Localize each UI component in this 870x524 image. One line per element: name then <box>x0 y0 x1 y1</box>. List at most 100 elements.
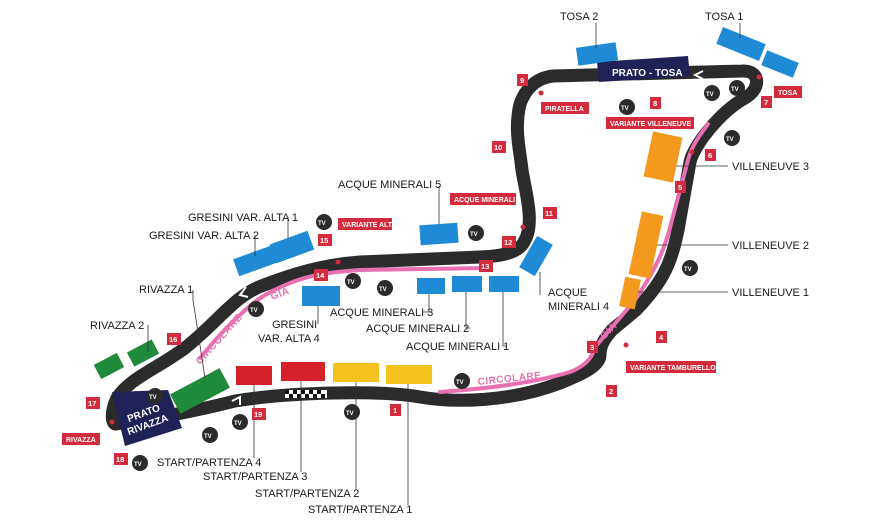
tv-icon: TV <box>132 455 148 471</box>
turn-1: 1 <box>390 404 401 416</box>
turn-numbers: 1 2 3 4 5 6 7 8 9 10 11 12 13 14 15 16 1… <box>86 74 772 465</box>
label-tosa-2: TOSA 2 <box>560 11 598 23</box>
stand-rivazza-1[interactable] <box>170 368 230 414</box>
label-villeneuve-1: VILLENEUVE 1 <box>732 287 809 299</box>
turn-6: 6 <box>705 149 716 161</box>
label-acque-minerali-2: ACQUE MINERALI 2 <box>366 323 469 335</box>
stand-tosa-2[interactable] <box>575 42 619 66</box>
svg-text:2: 2 <box>609 387 613 396</box>
label-acque-minerali-4: ACQUE <box>548 287 587 299</box>
stand-gresini-alta-2[interactable] <box>233 245 277 277</box>
turn-12: 12 <box>502 236 516 248</box>
turn-13: 13 <box>479 260 493 272</box>
svg-text:TV: TV <box>234 421 242 427</box>
turn-7: 7 <box>761 96 772 108</box>
svg-text:16: 16 <box>169 335 177 344</box>
corner-tag-variante-villeneuve: VARIANTE VILLENEUVE <box>606 117 694 129</box>
label-rivazza-2: RIVAZZA 2 <box>90 320 144 332</box>
label-gresini-alta-4: VAR. ALTA 4 <box>258 333 320 345</box>
turn-19: 19 <box>252 408 266 420</box>
stand-villeneuve-1[interactable] <box>619 276 641 310</box>
turn-5: 5 <box>675 181 686 193</box>
svg-text:TV: TV <box>318 221 326 227</box>
stand-acque-minerali-5[interactable] <box>419 222 459 246</box>
svg-text:TV: TV <box>456 380 464 386</box>
stand-tosa-1[interactable] <box>716 27 766 61</box>
svg-text:TV: TV <box>621 106 629 112</box>
leader-lines <box>147 23 741 505</box>
prato-tosa-area: PRATO - TOSA <box>597 56 690 82</box>
stand-gresini-alta-4[interactable] <box>302 286 340 306</box>
svg-text:TV: TV <box>684 267 692 273</box>
svg-text:TV: TV <box>250 308 258 314</box>
label-gresini-alta-4: GRESINI <box>272 319 317 331</box>
tv-icon: TV <box>202 427 218 443</box>
stand-tosa-1[interactable] <box>761 50 799 78</box>
svg-text:11: 11 <box>545 209 553 218</box>
svg-text:TV: TV <box>379 287 387 293</box>
tv-icon: TV <box>377 280 393 296</box>
label-acque-minerali-4: MINERALI 4 <box>548 301 609 313</box>
svg-text:TV: TV <box>726 137 734 143</box>
svg-text:10: 10 <box>494 143 502 152</box>
turn-11: 11 <box>543 207 557 219</box>
svg-text:1: 1 <box>393 406 397 415</box>
corner-tag-variante-alta: VARIANTE ALTA <box>338 218 397 230</box>
svg-text:VARIANTE VILLENEUVE: VARIANTE VILLENEUVE <box>610 121 691 128</box>
stand-start-4[interactable] <box>236 366 272 385</box>
turn-8: 8 <box>650 97 661 109</box>
stand-acque-minerali-4[interactable] <box>519 235 553 277</box>
stand-villeneuve-3[interactable] <box>643 131 683 183</box>
stand-villeneuve-2[interactable] <box>628 211 664 279</box>
stand-gresini-alta-1[interactable] <box>269 230 315 264</box>
svg-text:9: 9 <box>520 76 524 85</box>
stand-start-2[interactable] <box>333 363 379 382</box>
svg-text:13: 13 <box>481 262 489 271</box>
svg-text:3: 3 <box>590 343 594 352</box>
svg-text:TV: TV <box>347 280 355 286</box>
turn-18: 18 <box>114 453 128 465</box>
tv-icon: TV <box>232 414 248 430</box>
circolare-road <box>198 266 492 360</box>
tv-icon: TV <box>682 260 698 276</box>
svg-text:18: 18 <box>116 455 124 464</box>
svg-text:4: 4 <box>659 333 664 342</box>
svg-text:TV: TV <box>134 462 142 468</box>
svg-text:TV: TV <box>346 411 354 417</box>
svg-text:PIRATELLA: PIRATELLA <box>545 106 584 113</box>
tv-icon: TV <box>729 80 745 96</box>
svg-text:TOSA: TOSA <box>778 90 797 97</box>
label-acque-minerali-1: ACQUE MINERALI 1 <box>406 341 509 353</box>
svg-text:RIVAZZA: RIVAZZA <box>66 437 96 444</box>
direction-arrow <box>231 395 241 405</box>
race-track <box>105 64 764 431</box>
label-start-2: START/PARTENZA 2 <box>255 488 359 500</box>
stand-acque-minerali-2[interactable] <box>452 276 482 292</box>
stand-rivazza-2[interactable] <box>126 339 160 367</box>
stand-acque-minerali-1[interactable] <box>489 276 519 292</box>
tv-icon: TV <box>248 301 264 317</box>
label-tosa-1: TOSA 1 <box>705 11 743 23</box>
svg-text:TV: TV <box>731 87 739 93</box>
label-start-3: START/PARTENZA 3 <box>203 471 307 483</box>
stand-start-1[interactable] <box>386 365 432 384</box>
corner-tag-piratella: PIRATELLA <box>541 102 589 114</box>
svg-text:7: 7 <box>764 98 768 107</box>
svg-text:17: 17 <box>88 399 96 408</box>
tv-icon: TV <box>316 214 332 230</box>
corner-tag-variante-tamburello: VARIANTE TAMBURELLO <box>626 361 716 373</box>
turn-3: 3 <box>587 341 598 353</box>
label-start-1: START/PARTENZA 1 <box>308 504 412 516</box>
stand-rivazza-2[interactable] <box>93 352 125 380</box>
tv-icon: TV <box>619 99 635 115</box>
finish-line <box>285 390 327 398</box>
label-rivazza-1: RIVAZZA 1 <box>139 284 193 296</box>
turn-15: 15 <box>318 234 332 246</box>
turn-9: 9 <box>517 74 528 86</box>
corner-tag-tosa: TOSA <box>774 86 802 98</box>
stand-acque-minerali-3[interactable] <box>417 278 445 294</box>
stand-start-3[interactable] <box>281 362 325 381</box>
tv-icon: TV <box>345 273 361 289</box>
svg-text:19: 19 <box>254 410 262 419</box>
turn-4: 4 <box>656 331 667 343</box>
